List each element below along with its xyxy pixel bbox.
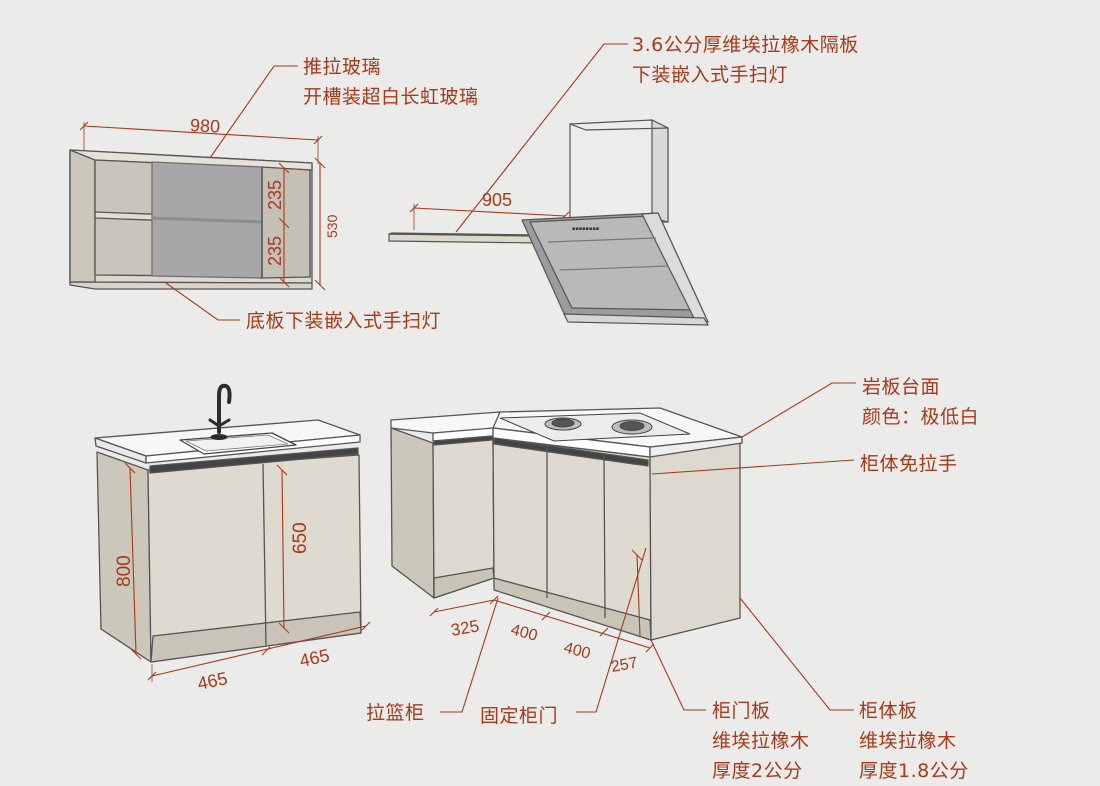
corner-cabinet: [390, 407, 743, 641]
dim-corner-door-1: 400: [509, 621, 539, 644]
dim-sink-height: 800: [114, 555, 135, 587]
sink-cabinet: [94, 419, 362, 663]
annotation-bottom-light: 底板下装嵌入式手扫灯: [246, 306, 441, 336]
dim-sink-door-height: 650: [290, 522, 311, 554]
dim-corner-end: 257: [610, 655, 639, 676]
annotation-countertop-line2: 颜色：极低白: [862, 406, 980, 428]
annotation-door-panel-line2: 维埃拉橡木: [712, 730, 810, 752]
annotation-basket: 拉篮柜: [366, 698, 425, 728]
annotation-fixed-door: 固定柜门: [480, 701, 558, 731]
dim-sink-width-right: 465: [298, 645, 332, 671]
svg-text:▪▪▪▪▪▪▪▪: ▪▪▪▪▪▪▪▪: [572, 226, 599, 232]
gas-hob: [499, 412, 691, 442]
wall-shelf: [388, 232, 541, 244]
dim-shelf-length: 905: [482, 190, 512, 210]
annotation-glass-line1: 推拉玻璃: [303, 56, 382, 78]
annotation-body-panel: 柜体板 维埃拉橡木 厚度1.8公分: [859, 696, 969, 786]
annotation-fixed-door-text: 固定柜门: [480, 705, 559, 727]
dim-wall-upper: 235: [265, 180, 285, 210]
annotation-shelf-line2: 下装嵌入式手扫灯: [632, 64, 789, 86]
annotation-bottom-light-text: 底板下装嵌入式手扫灯: [246, 310, 442, 332]
annotation-door-panel-line3: 厚度2公分: [712, 760, 803, 782]
range-hood: ▪▪▪▪▪▪▪▪: [521, 119, 709, 326]
sink-cabinet-dimensions: [124, 462, 371, 682]
annotation-shelf-line1: 3.6公分厚维埃拉橡木隔板: [632, 34, 859, 56]
wall-cabinet: [69, 149, 313, 290]
corner-cabinet-dimensions: [429, 549, 655, 653]
annotation-basket-text: 拉篮柜: [366, 702, 425, 724]
annotation-door-panel-line1: 柜门板: [712, 700, 771, 722]
dim-wall-width: 980: [190, 115, 221, 137]
annotation-shelf: 3.6公分厚维埃拉橡木隔板 下装嵌入式手扫灯: [632, 30, 859, 90]
annotation-body-panel-line3: 厚度1.8公分: [859, 760, 969, 782]
annotation-countertop-line1: 岩板台面: [862, 376, 941, 398]
dim-wall-lower: 235: [265, 236, 285, 266]
annotation-handleless-text: 柜体免拉手: [860, 453, 958, 475]
annotation-handleless: 柜体免拉手: [860, 449, 958, 479]
dim-corner-side: 325: [449, 616, 480, 640]
annotation-door-panel: 柜门板 维埃拉橡木 厚度2公分: [712, 696, 810, 786]
annotation-countertop: 岩板台面 颜色：极低白: [862, 372, 979, 432]
wall-cabinet-dimensions: [79, 121, 326, 291]
dim-wall-height: 530: [324, 214, 340, 238]
faucet-icon: [208, 383, 232, 440]
leader-lines: [165, 43, 856, 713]
annotation-glass-line2: 开槽装超白长虹玻璃: [303, 86, 479, 108]
dim-sink-width-left: 465: [196, 668, 230, 694]
annotation-body-panel-line1: 柜体板: [859, 700, 918, 722]
dim-corner-door-2: 400: [562, 639, 592, 662]
annotation-glass: 推拉玻璃 开槽装超白长虹玻璃: [303, 52, 479, 112]
annotation-body-panel-line2: 维埃拉橡木: [859, 730, 957, 752]
